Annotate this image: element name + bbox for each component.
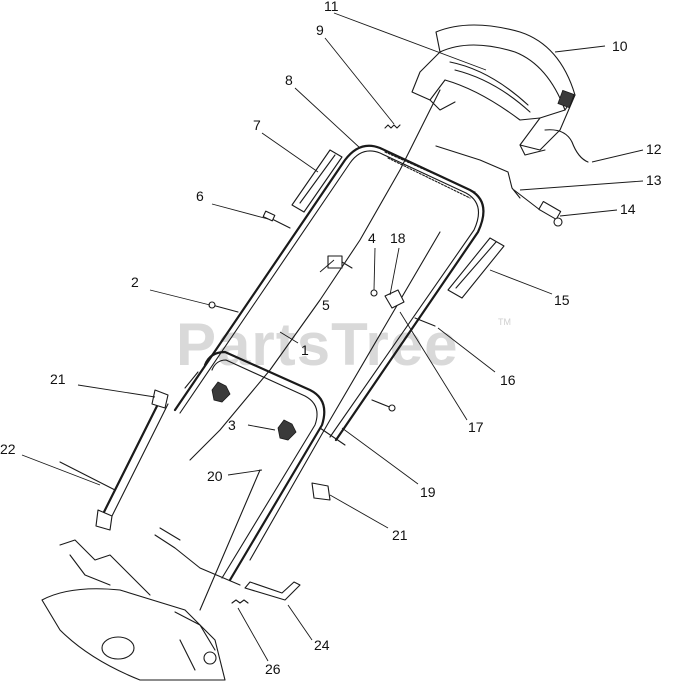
callout-7: 7 [253, 117, 261, 133]
callout-2: 2 [131, 274, 139, 290]
leader-lines [21, 12, 644, 662]
callout-12: 12 [646, 141, 662, 157]
callout-21-right: 21 [392, 527, 408, 543]
callout-10: 10 [612, 38, 628, 54]
cable-guide-15 [447, 237, 505, 299]
spring-26 [231, 599, 249, 604]
pivot-bracket-5 [327, 255, 353, 269]
callout-14: 14 [620, 201, 636, 217]
watermark-trademark: TM [498, 317, 511, 327]
washer-4 [370, 289, 378, 297]
mower-deck [41, 539, 226, 681]
rod-22 [59, 461, 116, 491]
knob-upper [211, 381, 231, 403]
control-cables-upper [435, 129, 589, 227]
lower-handle-left [95, 398, 169, 531]
lower-handle-middle [184, 350, 346, 582]
callout-1: 1 [301, 342, 309, 358]
callout-13: 13 [646, 172, 662, 188]
cable-rod [199, 469, 261, 611]
callout-16: 16 [500, 372, 516, 388]
watermark-text: PartsTree [176, 311, 459, 378]
pin-16 [414, 317, 436, 327]
callout-11: 11 [324, 0, 339, 14]
callout-8: 8 [285, 72, 293, 88]
callout-20: 20 [207, 468, 223, 484]
callouts: 1 2 3 4 5 6 7 8 9 10 11 12 13 14 15 16 1… [0, 0, 662, 677]
callout-9: 9 [316, 22, 324, 38]
bolt-2 [208, 301, 239, 313]
bracket-24 [154, 527, 301, 601]
knob-3 [277, 419, 297, 441]
cable-rod-2 [249, 231, 441, 561]
spring-9 [384, 124, 401, 129]
cable-clip-6 [262, 210, 291, 229]
clip-18 [384, 289, 405, 309]
callout-5: 5 [322, 297, 330, 313]
callout-4: 4 [368, 230, 376, 246]
callout-3: 3 [228, 417, 236, 433]
callout-19: 19 [420, 484, 436, 500]
callout-22: 22 [0, 441, 16, 457]
upper-handle-bail [411, 24, 576, 156]
callout-18: 18 [390, 230, 406, 246]
callout-17: 17 [468, 419, 484, 435]
handle-knob-21-left [151, 389, 169, 409]
handle-knob-21-right [311, 482, 331, 501]
callout-24: 24 [314, 637, 330, 653]
callout-21-left: 21 [50, 371, 66, 387]
upper-handle-tube [173, 144, 485, 442]
callout-6: 6 [196, 188, 204, 204]
cable-guide-7 [291, 149, 343, 213]
bolt-19 [371, 399, 396, 412]
callout-26: 26 [265, 661, 281, 677]
callout-15: 15 [554, 292, 570, 308]
cable-long [189, 89, 441, 461]
